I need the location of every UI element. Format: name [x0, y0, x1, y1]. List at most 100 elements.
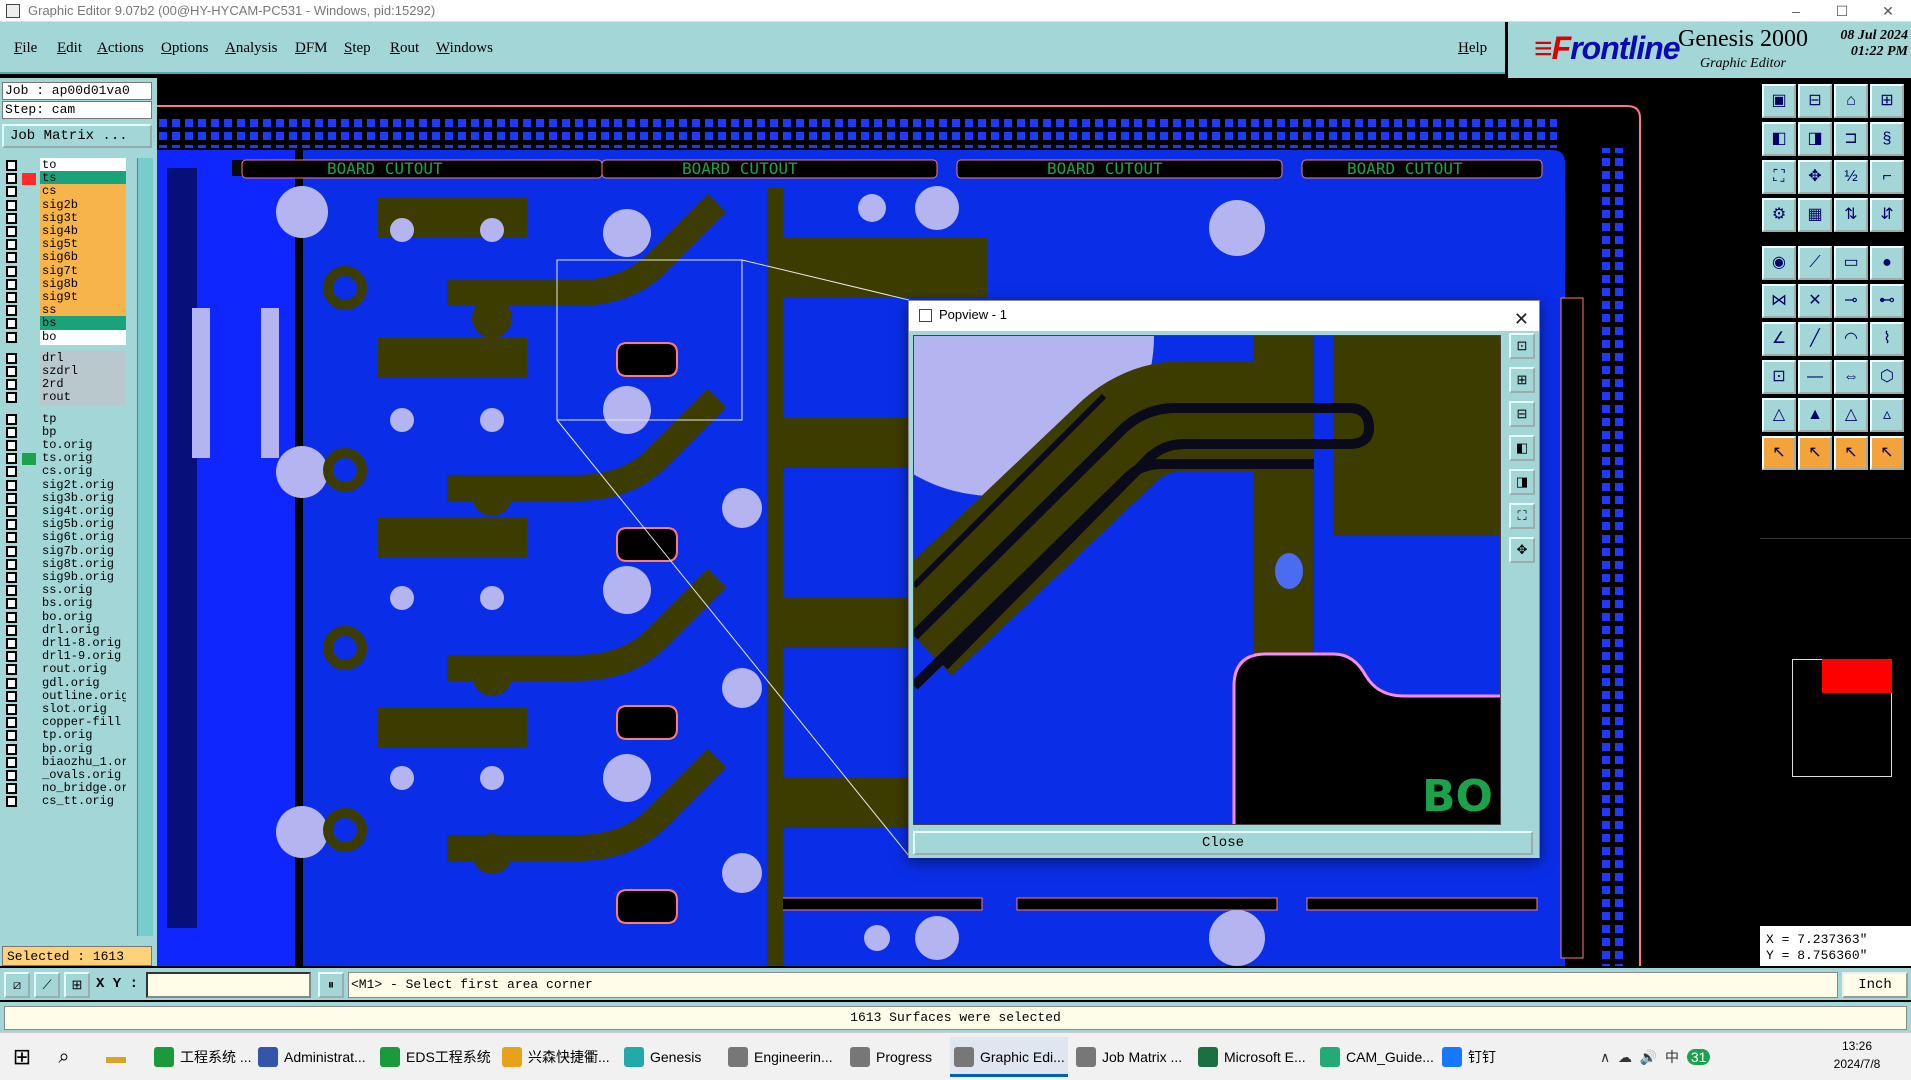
shape-icon[interactable]: ⬡: [1870, 360, 1904, 394]
layer-name[interactable]: cs_tt.orig: [40, 794, 126, 810]
taskbar-item[interactable]: 钉钉: [1438, 1037, 1518, 1077]
menu-actions[interactable]: Actions: [97, 40, 144, 56]
layer-checkbox[interactable]: [6, 265, 17, 277]
home-icon[interactable]: ⌂: [1834, 84, 1868, 118]
menu-rout[interactable]: Rout: [390, 40, 420, 56]
layer-row-biaozhu-1-or[interactable]: biaozhu_1.or: [2, 754, 126, 770]
xy-input[interactable]: [146, 972, 311, 998]
layer-row-szdrl[interactable]: szdrl: [2, 364, 126, 379]
layer-row-sig2b[interactable]: sig2b: [2, 197, 126, 213]
layer-checkbox[interactable]: [6, 440, 17, 451]
layer-checkbox[interactable]: [6, 519, 17, 531]
center-icon[interactable]: ✥: [1509, 537, 1535, 563]
layer-name[interactable]: sig4t.orig: [40, 504, 126, 519]
layer-checkbox[interactable]: [6, 611, 17, 623]
layer-name[interactable]: sig9t: [40, 290, 126, 305]
menu-help[interactable]: Help: [1458, 40, 1488, 56]
layer-name[interactable]: copper-fill: [40, 715, 126, 731]
layer-checkbox[interactable]: [6, 704, 17, 715]
layer-row-drl[interactable]: drl: [2, 350, 126, 366]
layer-checkbox[interactable]: [6, 585, 17, 597]
select-mode-icon[interactable]: ⧄: [4, 972, 30, 998]
layer-name[interactable]: tp: [40, 411, 126, 427]
layer-name[interactable]: ts.orig: [40, 451, 126, 467]
layer-name[interactable]: drl1-9.orig: [40, 649, 126, 665]
layer-name[interactable]: sig8b: [40, 276, 126, 292]
layer-row-drl1-8-orig[interactable]: drl1-8.orig: [2, 636, 126, 651]
layer-checkbox[interactable]: [6, 690, 17, 702]
menu-step[interactable]: Step: [344, 40, 371, 56]
layer-row-tp[interactable]: tp: [2, 411, 126, 427]
layer-name[interactable]: sig9b.orig: [40, 570, 126, 585]
step-right-icon[interactable]: ◨: [1798, 122, 1832, 156]
search-icon[interactable]: ⌕: [58, 1046, 70, 1068]
arrange-icon[interactable]: ⇵: [1870, 198, 1904, 232]
layer-row-bp[interactable]: bp: [2, 424, 126, 440]
layer-name[interactable]: szdrl: [40, 364, 126, 379]
layer-name[interactable]: sig3t: [40, 210, 126, 226]
pointer-multi-icon[interactable]: ↖: [1870, 436, 1904, 470]
layer-checkbox[interactable]: [6, 638, 17, 649]
layer-checkbox[interactable]: [6, 331, 17, 343]
layer-name[interactable]: ts: [40, 171, 126, 187]
menu-file[interactable]: File: [14, 40, 38, 56]
layer-checkbox[interactable]: [6, 796, 17, 808]
maximize-button[interactable]: ☐: [1835, 3, 1849, 19]
prompt-toggle-icon[interactable]: ⏸: [318, 972, 344, 998]
layer-checkbox[interactable]: [6, 199, 17, 211]
zoom-fit-icon[interactable]: ⊡: [1509, 333, 1535, 359]
layer-name[interactable]: sig4b: [40, 224, 126, 239]
layer-checkbox[interactable]: [6, 479, 17, 491]
layer-name[interactable]: sig7t: [40, 263, 126, 279]
layer-name[interactable]: bs: [40, 316, 126, 332]
layer-row-sig3b-orig[interactable]: sig3b.orig: [2, 490, 126, 506]
layer-name[interactable]: gdl.orig: [40, 675, 126, 691]
menu-windows[interactable]: Windows: [436, 40, 493, 56]
layer-row-ss[interactable]: ss: [2, 303, 126, 319]
move-line-icon[interactable]: —: [1798, 360, 1832, 394]
overview-map[interactable]: [1760, 538, 1911, 850]
layer-checkbox[interactable]: [6, 756, 17, 768]
layer-name[interactable]: sig2t.orig: [40, 477, 126, 493]
layer-name[interactable]: sig6b: [40, 250, 126, 266]
layer-row-bo-orig[interactable]: bo.orig: [2, 609, 126, 625]
zoom-out-icon[interactable]: ⊟: [1509, 401, 1535, 427]
layer-checkbox[interactable]: [6, 598, 17, 610]
layer-row-bs-orig[interactable]: bs.orig: [2, 596, 126, 612]
layer-name[interactable]: tp.orig: [40, 728, 126, 744]
pan-right-icon[interactable]: ◨: [1509, 469, 1535, 495]
layer-name[interactable]: outline.orig: [40, 688, 126, 704]
ruler-icon[interactable]: ▭: [1834, 246, 1868, 280]
layer-name[interactable]: sig6t.orig: [40, 530, 126, 546]
triangle-alt-icon[interactable]: ▵: [1870, 398, 1904, 432]
layer-name[interactable]: rout.orig: [40, 662, 126, 678]
layer-checkbox[interactable]: [6, 545, 17, 557]
grid-icon[interactable]: ⊞: [1870, 84, 1904, 118]
layer-row-sig4t-orig[interactable]: sig4t.orig: [2, 504, 126, 519]
layer-checkbox[interactable]: [6, 392, 17, 404]
popview-canvas[interactable]: BO: [913, 335, 1501, 825]
dot-icon[interactable]: ●: [1870, 246, 1904, 280]
zoom-ratio-icon[interactable]: ½: [1834, 160, 1868, 194]
taskbar-item[interactable]: Engineerin...: [724, 1037, 842, 1077]
layer-checkbox[interactable]: [6, 379, 17, 391]
layer-checkbox[interactable]: [6, 770, 17, 781]
layer-row-sig3t[interactable]: sig3t: [2, 210, 126, 226]
layer-checkbox[interactable]: [6, 292, 17, 303]
layer-row-slot-orig[interactable]: slot.orig: [2, 702, 126, 717]
layer-name[interactable]: sig2b: [40, 197, 126, 213]
layer-checkbox[interactable]: [6, 160, 17, 171]
layer-row--ovals-orig[interactable]: _ovals.orig: [2, 768, 126, 783]
layer-checkbox[interactable]: [6, 366, 17, 377]
layer-checkbox[interactable]: [6, 651, 17, 663]
taskbar-item[interactable]: Genesis: [620, 1037, 720, 1077]
layer-checkbox[interactable]: [6, 466, 17, 478]
system-tray[interactable]: ∧ ☁ 🔊 中 31: [1600, 1037, 1790, 1077]
node-edit-icon[interactable]: ⊷: [1870, 284, 1904, 318]
layer-name[interactable]: bp: [40, 424, 126, 440]
layers-icon[interactable]: ⇅: [1834, 198, 1868, 232]
job-matrix-button[interactable]: Job Matrix ...: [2, 124, 152, 148]
layer-checkbox[interactable]: [6, 305, 17, 317]
layer-row-drl-orig[interactable]: drl.orig: [2, 622, 126, 638]
layer-checkbox[interactable]: [6, 532, 17, 544]
